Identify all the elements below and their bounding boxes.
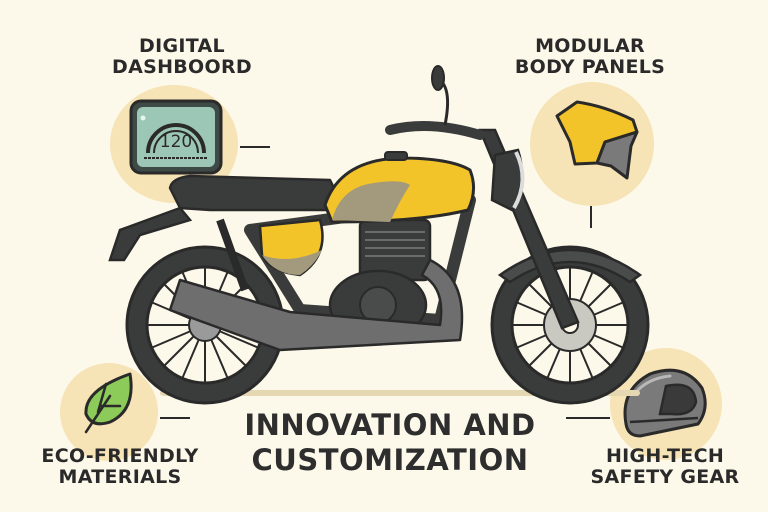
label-line-1: ECO-FRIENDLY — [41, 445, 199, 467]
ground-shadow — [160, 390, 640, 396]
speed-readout: 120 — [160, 132, 192, 152]
title-line-2: CUSTOMIZATION — [251, 442, 529, 477]
speedometer-display-icon: 120 — [129, 99, 223, 175]
leaf-icon — [84, 372, 133, 434]
feature-label-digital-dashboard: DIGITAL DASHBOORD — [112, 35, 252, 79]
leader-line-eco — [160, 417, 190, 419]
label-line-1: HIGH-TECH — [605, 445, 725, 467]
label-line-2: BODY PANELS — [514, 56, 666, 79]
feature-label-modular-body-panels: MODULAR BODY PANELS — [510, 35, 670, 79]
feature-label-high-tech-safety-gear: HIGH-TECH SAFETY GEAR — [580, 445, 750, 489]
label-line-2: SAFETY GEAR — [590, 466, 740, 489]
label-line-2: MATERIALS — [58, 466, 182, 489]
leader-line-dashboard — [240, 146, 270, 148]
label-line-2: DASHBOORD — [112, 56, 252, 79]
leader-line-body-panels — [590, 206, 592, 228]
motorcycle-illustration — [108, 65, 650, 405]
body-panel-icon — [555, 100, 639, 180]
feature-label-eco-friendly-materials: ECO-FRIENDLY MATERIALS — [30, 445, 210, 489]
label-line-1: DIGITAL — [139, 35, 225, 57]
title-line-1: INNOVATION AND — [244, 408, 536, 442]
leader-line-safety — [566, 417, 610, 419]
main-title: INNOVATION AND CUSTOMIZATION — [240, 408, 540, 478]
helmet-icon — [623, 368, 707, 438]
label-line-1: MODULAR — [535, 35, 645, 57]
